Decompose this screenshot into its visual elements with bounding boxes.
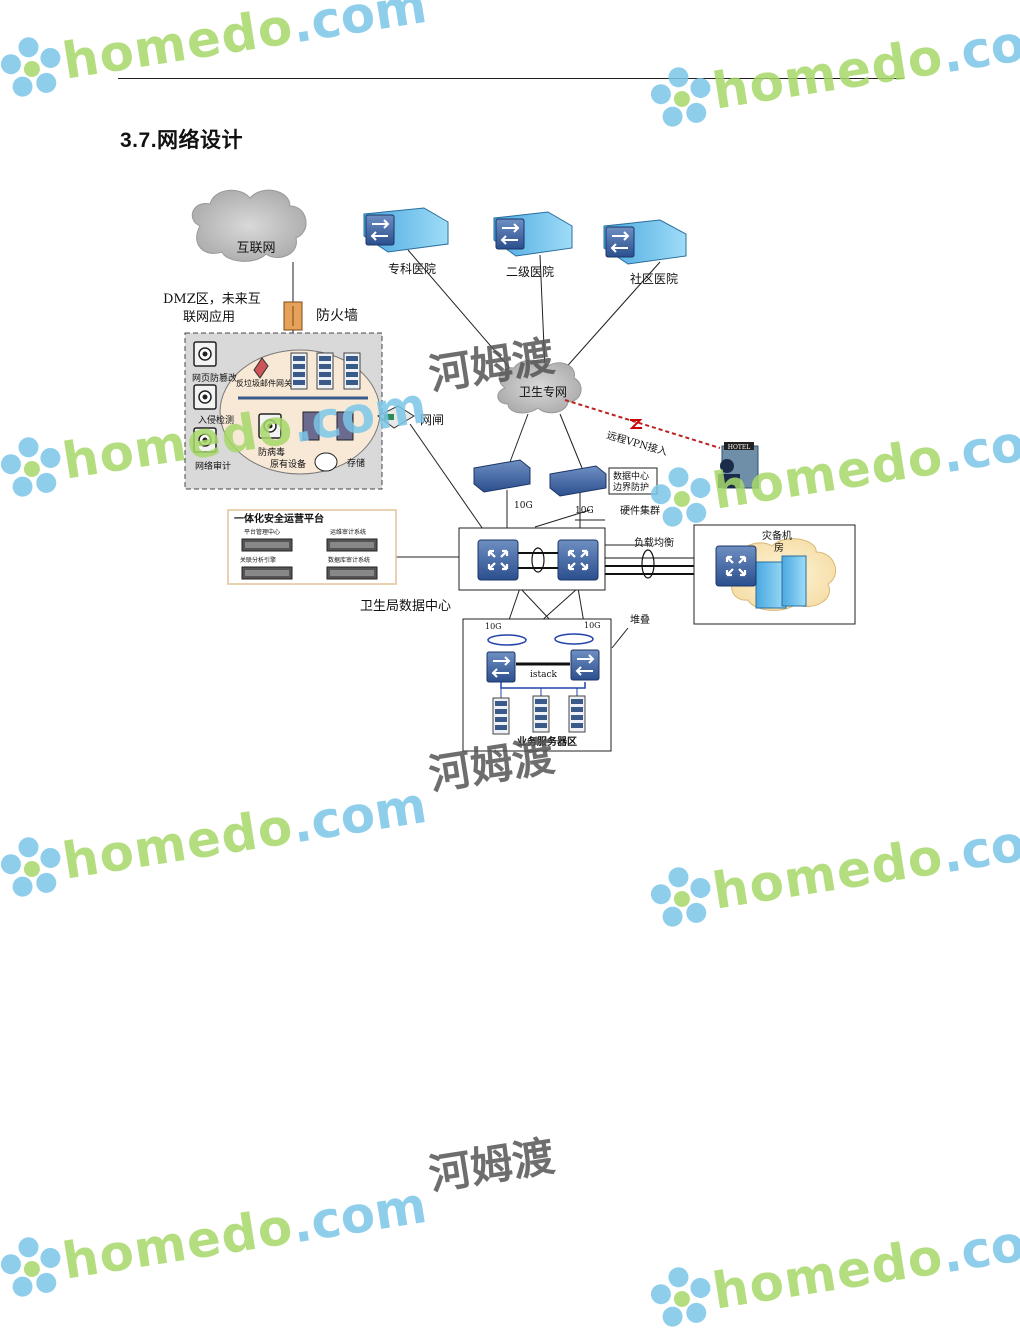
server-zone-label: 业务服务器区	[517, 735, 577, 748]
firewall-label: 防火墙	[316, 308, 358, 324]
dc-border-firewall-1	[473, 459, 531, 493]
dmz-net-audit: 网络审计	[195, 460, 231, 472]
lightning-icon	[629, 419, 643, 429]
dmz-label-line2: 联网应用	[183, 309, 235, 325]
link-10g-left: 10G	[514, 501, 533, 511]
dmz-zone: 网页防篡改 入侵检测 网络审计 防病毒 反垃圾邮件网关 原有设备 存储	[184, 332, 383, 490]
dmz-intrusion: 入侵检测	[198, 414, 234, 426]
load-balance-label: 负载均衡	[634, 536, 674, 549]
disaster-label-1: 灾备机	[762, 529, 792, 542]
soc-title: 一体化安全运营平台	[234, 512, 324, 525]
stack-label: 堆叠	[630, 614, 650, 626]
remote-vpn-line	[564, 399, 721, 449]
dc-border-label-1: 数据中心	[613, 470, 649, 482]
soc-item-4: 数据库审计系统	[328, 556, 370, 564]
soc-item-3: 关联分析引擎	[240, 556, 276, 564]
header-rule	[118, 78, 904, 79]
dmz-web-tamper: 网页防篡改	[192, 372, 237, 384]
core-switch-1	[476, 538, 520, 582]
dmz-storage: 存储	[347, 457, 365, 469]
hospital-2-label: 二级医院	[506, 265, 554, 279]
dmz-antivirus: 防病毒	[258, 446, 285, 458]
soc-item-1: 平台管理中心	[244, 528, 280, 536]
gatekeeper-label: 网闸	[420, 413, 444, 427]
hospital-3-icon	[603, 219, 687, 265]
dmz-mail-gateway: 反垃圾邮件网关	[236, 378, 292, 388]
disaster-label-2: 房	[774, 541, 784, 554]
section-heading: 3.7.网络设计	[120, 129, 244, 152]
dmz-existing-devices: 原有设备	[270, 458, 306, 470]
link-10g-stack-right: 10G	[584, 621, 601, 630]
hospital-1-label: 专科医院	[388, 261, 436, 276]
hospital-3-label: 社区医院	[630, 271, 678, 286]
link-10g-right: 10G	[575, 506, 594, 516]
remote-vpn-label: 远程VPN接入	[605, 428, 669, 458]
disaster-room: 灾备机 房	[693, 524, 856, 625]
datacenter-label: 卫生局数据中心	[360, 599, 451, 614]
hospital-2-icon	[493, 211, 573, 257]
health-network-cloud: 卫生专网	[497, 359, 582, 414]
dmz-label-line1: DMZ区，未来互	[163, 292, 261, 307]
soc-item-2: 运维审计系统	[330, 528, 366, 536]
hospital-1-icon	[363, 207, 449, 253]
hotel-icon: HOTEL	[718, 442, 759, 489]
internet-label: 互联网	[236, 241, 275, 256]
dc-border-firewall-2	[549, 465, 607, 497]
gatekeeper-icon	[377, 405, 415, 429]
soc-platform-panel: 一体化安全运营平台 平台管理中心 运维审计系统 关联分析引擎 数据库审计系统	[227, 509, 397, 585]
dc-border-label-2: 边界防护	[613, 481, 649, 493]
stack-switch-2	[570, 649, 600, 681]
hw-cluster-label: 硬件集群	[620, 504, 660, 517]
server-zone: 10G 10G istack 业务服务器区	[462, 618, 612, 752]
core-switch-2	[556, 538, 600, 582]
internet-cloud: 互联网	[191, 189, 307, 262]
stack-switch-1	[486, 651, 516, 683]
istack-label: istack	[530, 670, 558, 680]
firewall-icon	[283, 301, 303, 331]
health-network-label: 卫生专网	[519, 384, 567, 399]
hotel-label: HOTEL	[728, 444, 751, 451]
link-10g-stack-left: 10G	[485, 622, 502, 631]
